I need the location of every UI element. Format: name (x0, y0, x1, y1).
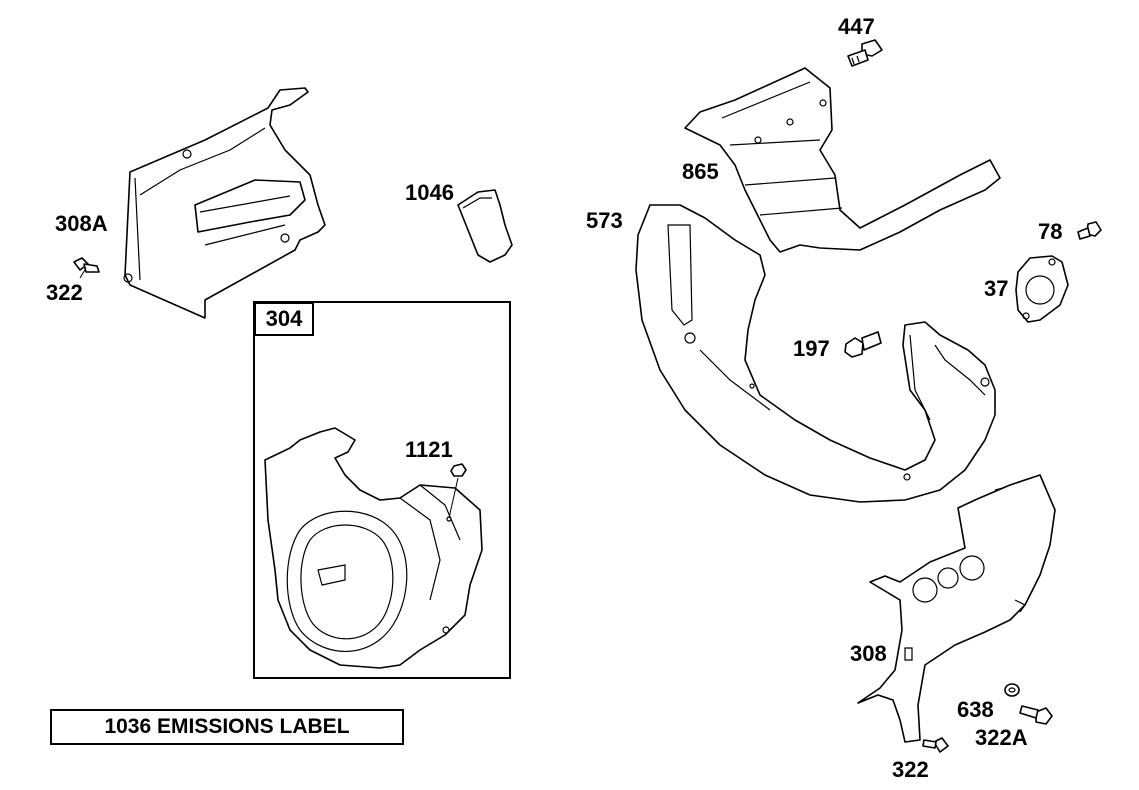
washer-638 (1004, 683, 1020, 697)
part-865-shroud (684, 67, 1001, 253)
part-308a-shroud (123, 87, 326, 319)
bolt-322a (1019, 705, 1053, 725)
label-322-left: 322 (46, 280, 83, 305)
bolt-78 (1077, 221, 1102, 240)
nut-1121 (448, 463, 467, 519)
label-638: 638 (957, 697, 994, 722)
part-573-baffle (635, 204, 996, 503)
bolt-322-left (73, 257, 100, 279)
bolt-197 (844, 331, 882, 358)
label-78: 78 (1038, 219, 1063, 244)
label-447: 447 (838, 14, 875, 39)
label-322a: 322A (975, 725, 1028, 750)
box-304-frame (253, 301, 511, 679)
emissions-label-box: 1036 EMISSIONS LABEL (50, 709, 404, 745)
label-573: 573 (586, 208, 623, 233)
bolt-447 (847, 39, 883, 67)
bolt-322-bottom (922, 737, 949, 753)
part-37-plate (1015, 255, 1069, 323)
label-308: 308 (850, 641, 887, 666)
label-865: 865 (682, 159, 719, 184)
part-1046-pad (457, 189, 513, 263)
label-37: 37 (984, 276, 1009, 301)
box-304-label: 304 (254, 302, 314, 336)
label-1121: 1121 (405, 437, 453, 462)
part-308-shroud (857, 474, 1056, 743)
label-322-bottom: 322 (892, 757, 929, 782)
label-197: 197 (793, 336, 830, 361)
label-1046: 1046 (405, 180, 454, 205)
label-308a: 308A (55, 211, 108, 236)
part-304-blower-housing (264, 427, 483, 669)
